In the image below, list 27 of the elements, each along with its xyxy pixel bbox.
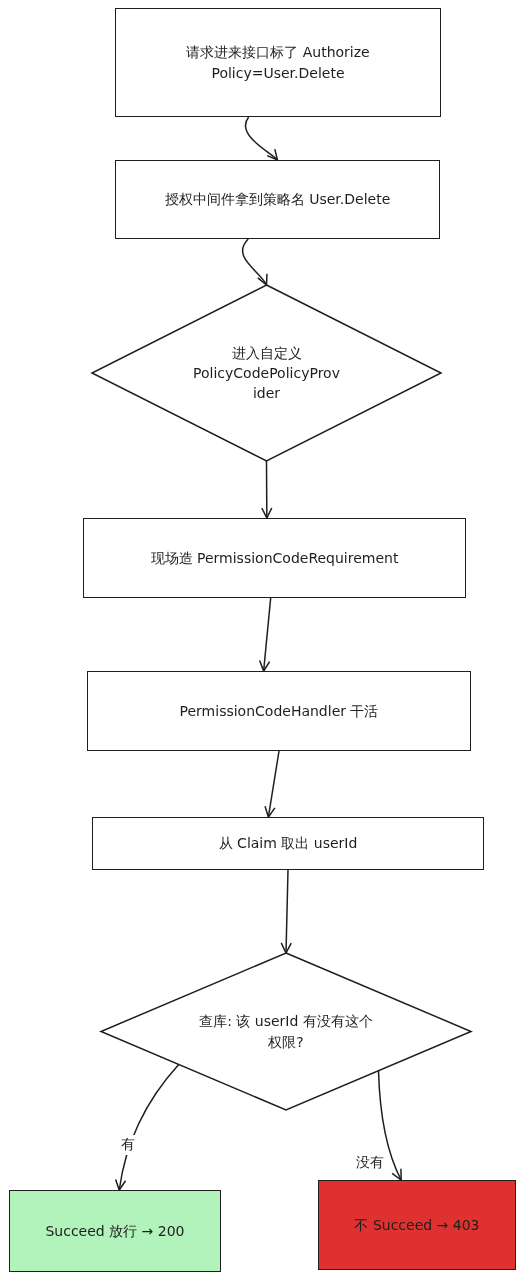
node-label: 不 Succeed → 403 bbox=[354, 1215, 480, 1235]
node-label: 从 Claim 取出 userId bbox=[218, 834, 358, 854]
node-label: 授权中间件拿到策略名 User.Delete bbox=[164, 190, 391, 210]
node-label: 查库: 该 userId 有没有这个权限? bbox=[198, 1012, 374, 1052]
edge-label: 有 bbox=[118, 1135, 138, 1155]
arrow bbox=[261, 460, 273, 519]
node-label: 现场造 PermissionCodeRequirement bbox=[150, 548, 399, 568]
node-label: 请求进来接口标了 Authorize Policy=User.Delete bbox=[185, 43, 371, 83]
node-label: Succeed 放行 → 200 bbox=[45, 1221, 185, 1241]
node-label: 进入自定义 PolicyCodePolicyProvider bbox=[192, 343, 341, 404]
arrow bbox=[258, 597, 272, 672]
process-box bbox=[83, 518, 466, 598]
decision-diamond bbox=[101, 953, 471, 1110]
arrow bbox=[115, 1063, 180, 1191]
arrow bbox=[241, 238, 268, 286]
arrow bbox=[280, 869, 292, 954]
process-box bbox=[92, 817, 484, 870]
process-box bbox=[115, 160, 440, 239]
arrow bbox=[264, 750, 280, 818]
decision-diamond bbox=[92, 285, 441, 461]
arrow bbox=[377, 1070, 402, 1181]
process-box bbox=[115, 8, 441, 117]
arrow bbox=[244, 116, 279, 161]
process-box bbox=[87, 671, 471, 751]
process-box bbox=[9, 1190, 221, 1272]
process-box bbox=[318, 1180, 516, 1270]
node-label: PermissionCodeHandler 干活 bbox=[179, 701, 379, 721]
